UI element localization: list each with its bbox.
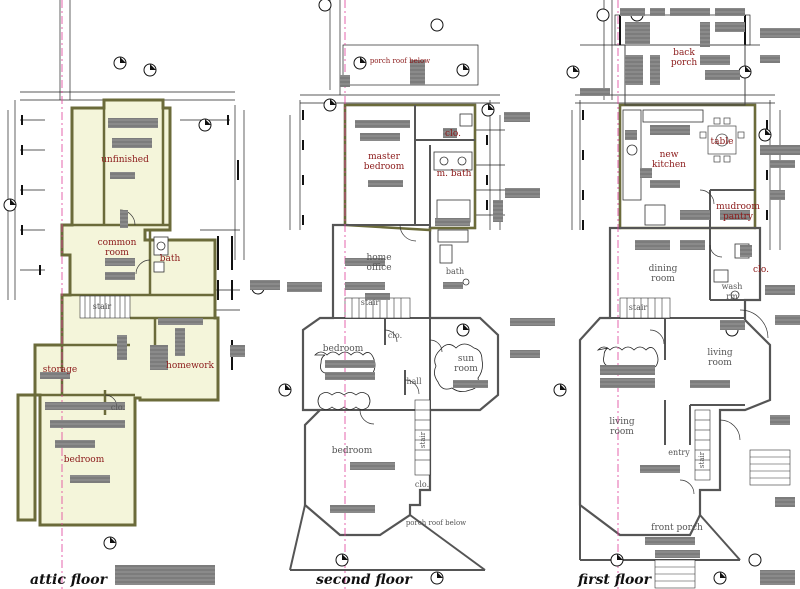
label-second-hall: hall	[406, 377, 422, 386]
label-second-clo-mid: clo.	[387, 331, 403, 340]
label-first-new-kitchen: new kitchen	[652, 150, 686, 170]
label-first-stair-vertical: stair	[698, 451, 706, 469]
first-stair-top	[619, 297, 671, 319]
caption-first-floor: first floor	[578, 572, 652, 588]
label-second-home-office: home office	[366, 253, 392, 273]
label-first-living-room-right: living room	[707, 348, 733, 368]
label-second-bedroom-bottom: bedroom	[331, 446, 373, 456]
label-second-bedroom-left: bedroom	[322, 344, 364, 354]
label-attic-bath: bath	[159, 254, 181, 264]
label-second-stair-vertical: stair	[419, 431, 427, 449]
second-floor-plan	[289, 0, 505, 589]
label-second-m-bath: m. bath	[436, 169, 472, 179]
label-first-living-room-left: living room	[609, 417, 635, 437]
caption-second-floor: second floor	[316, 572, 412, 588]
attic-floor-plan	[7, 0, 245, 589]
label-second-master-bedroom: master bedroom	[363, 152, 405, 172]
label-second-porch-roof-top: porch roof below	[369, 57, 431, 65]
label-first-clo: clo.	[752, 265, 770, 275]
label-attic-unfinished: unfinished	[101, 155, 149, 165]
label-attic-common-room: common room	[97, 238, 137, 258]
label-first-wash-rm: wash rm	[721, 282, 743, 301]
label-second-bath: bath	[445, 267, 465, 276]
exterior-steps	[654, 449, 791, 589]
label-second-stair: stair	[360, 298, 380, 307]
dining-table-kitchen	[699, 117, 745, 163]
label-first-table: table	[710, 137, 734, 147]
label-first-dining-room: dining room	[648, 264, 678, 284]
redacted-annotations	[40, 8, 800, 585]
first-stair-vertical	[694, 409, 711, 481]
caption-attic-floor: attic floor	[30, 572, 107, 588]
label-second-porch-roof-bottom: porch roof below	[405, 519, 467, 527]
label-first-front-porch: front porch	[651, 523, 703, 533]
attic-stair	[79, 295, 131, 319]
label-attic-bedroom: bedroom	[63, 455, 105, 465]
label-attic-homework: homework	[166, 361, 214, 371]
label-first-entry: entry	[668, 448, 690, 457]
label-first-mudroom-pantry: mudroom pantry	[716, 202, 760, 222]
label-first-stair-top: stair	[628, 303, 648, 312]
label-second-sun-room: sun room	[454, 354, 478, 374]
label-attic-stair: stair	[92, 302, 112, 311]
label-attic-clo: clo.	[110, 403, 126, 412]
label-second-clo-bottom: clo.	[414, 480, 430, 489]
label-attic-storage: storage	[42, 365, 78, 375]
second-stair-vertical	[414, 399, 431, 476]
label-first-back-porch: back porch	[670, 48, 698, 68]
label-second-clo-top: clo.	[444, 129, 462, 139]
